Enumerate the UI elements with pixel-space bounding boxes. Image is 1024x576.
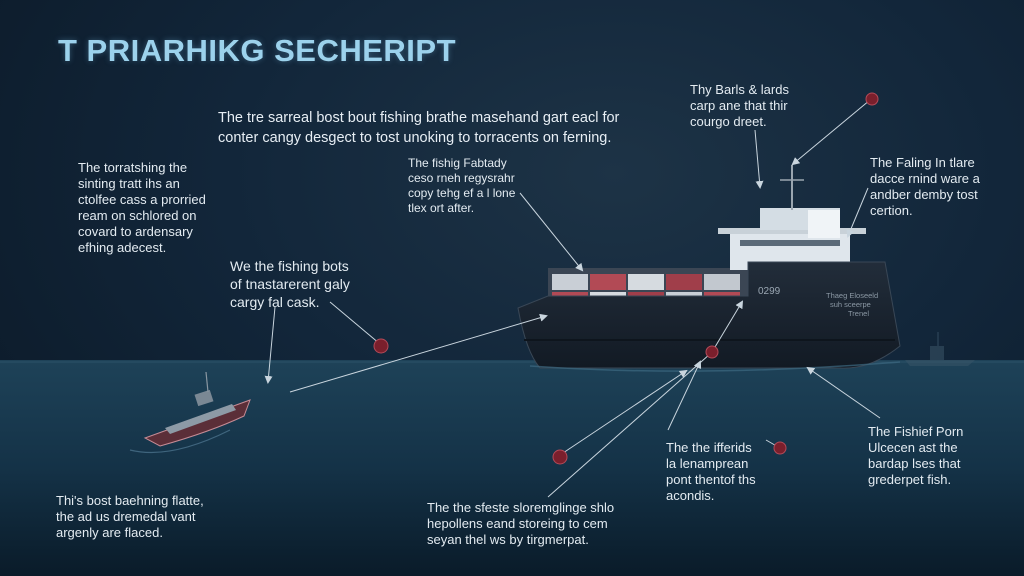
callout-line: We the fishing bots	[230, 258, 349, 274]
callout-bottom-center: The the sfeste sloremglinge shlo hepolle…	[427, 500, 614, 548]
callout-marker	[773, 441, 787, 455]
callout-line: ctolfee cass a prorried	[78, 192, 206, 207]
callout-line: acondis.	[666, 488, 715, 503]
callout-line: copy tehg ef a l lone	[408, 186, 516, 200]
callout-line: covard to ardensary	[78, 224, 193, 239]
callout-line: grederpet fish.	[868, 472, 952, 487]
callout-marker	[705, 345, 719, 359]
callout-line: hepollens eand storeing to cem	[427, 516, 608, 531]
distant-ship	[905, 332, 975, 366]
callout-center-top: The fishig Fabtady ceso rneh regysrahr c…	[408, 156, 515, 216]
callout-line: The Faling In tlare	[870, 155, 975, 170]
callout-line: The the sfeste sloremglinge shlo	[427, 500, 615, 515]
callout-line: ceso rneh regysrahr	[408, 171, 515, 185]
callout-bottom-right: The Fishief Porn Ulcecen ast the bardap …	[868, 424, 963, 488]
callout-line: cargy fal cask.	[230, 294, 320, 310]
leader-lines	[264, 99, 881, 498]
intro-line: conter cangy desgect to tost unoking to …	[218, 130, 612, 146]
callout-markers	[373, 92, 879, 465]
callout-left-mid: We the fishing bots of tnastarerent galy…	[230, 257, 350, 311]
callout-marker	[552, 449, 568, 465]
callout-line: efhing adecest.	[78, 240, 167, 255]
callout-line: la lenamprean	[666, 456, 749, 471]
hull-text-line: suh sceerpe	[830, 300, 871, 309]
callout-line: courgo dreet.	[690, 114, 767, 129]
callout-bottom-left: Thi's bost baehning flatte, the ad us dr…	[56, 493, 204, 541]
hull-number: 0299	[758, 286, 781, 297]
intro-line: The tre sarreal bost bout fishing brathe…	[218, 110, 620, 126]
callout-marker	[373, 338, 389, 354]
hull-text-line: Thaeg Eloseeld	[826, 291, 878, 300]
callout-line: The the ifferids	[666, 440, 752, 455]
callout-line: The fishig Fabtady	[408, 156, 507, 170]
intro-text: The tre sarreal bost bout fishing brathe…	[218, 108, 658, 148]
callout-line: andber demby tost	[870, 187, 978, 202]
callout-left-top: The torratshing the sinting tratt ihs an…	[78, 160, 206, 256]
callout-marker	[865, 92, 879, 106]
callout-bottom-mid-right: The the ifferids la lenamprean pont then…	[666, 440, 756, 504]
callout-line: carp ane that thir	[690, 98, 788, 113]
callout-right-top: The Faling In tlare dacce rnind ware a a…	[870, 155, 980, 219]
callout-line: of tnastarerent galy	[230, 276, 350, 292]
callout-line: seyan thel ws by tirgmerpat.	[427, 532, 589, 547]
callout-line: pont thentof ths	[666, 472, 756, 487]
fishing-boat	[129, 371, 251, 454]
callout-line: Thy Barls & lards	[690, 82, 789, 97]
ship-wake	[529, 361, 901, 372]
callout-line: Thi's bost baehning flatte,	[56, 493, 204, 508]
callout-line: The Fishief Porn	[868, 424, 964, 439]
callout-line: argenly are flaced.	[56, 525, 163, 540]
page-title: T PRIARHIKG SECHERIPT	[58, 33, 457, 68]
callout-line: bardap lses that	[868, 456, 961, 471]
callout-line: certion.	[870, 203, 913, 218]
callout-line: The torratshing the	[78, 160, 188, 175]
callout-line: ream on schlored on	[78, 208, 197, 223]
callout-line: dacce rnind ware a	[870, 171, 980, 186]
callout-line: the ad us dremedal vant	[56, 509, 196, 524]
callout-line: Ulcecen ast the	[868, 440, 958, 455]
hull-text-line: Trenel	[848, 309, 869, 318]
callout-top-right: Thy Barls & lards carp ane that thir cou…	[690, 82, 789, 130]
cargo-ship: 0299 Thaeg Eloseeld suh sceerpe Trenel	[517, 165, 901, 369]
callout-line: sinting tratt ihs an	[78, 176, 180, 191]
sea	[0, 360, 1024, 576]
callout-line: tlex ort after.	[408, 201, 475, 215]
